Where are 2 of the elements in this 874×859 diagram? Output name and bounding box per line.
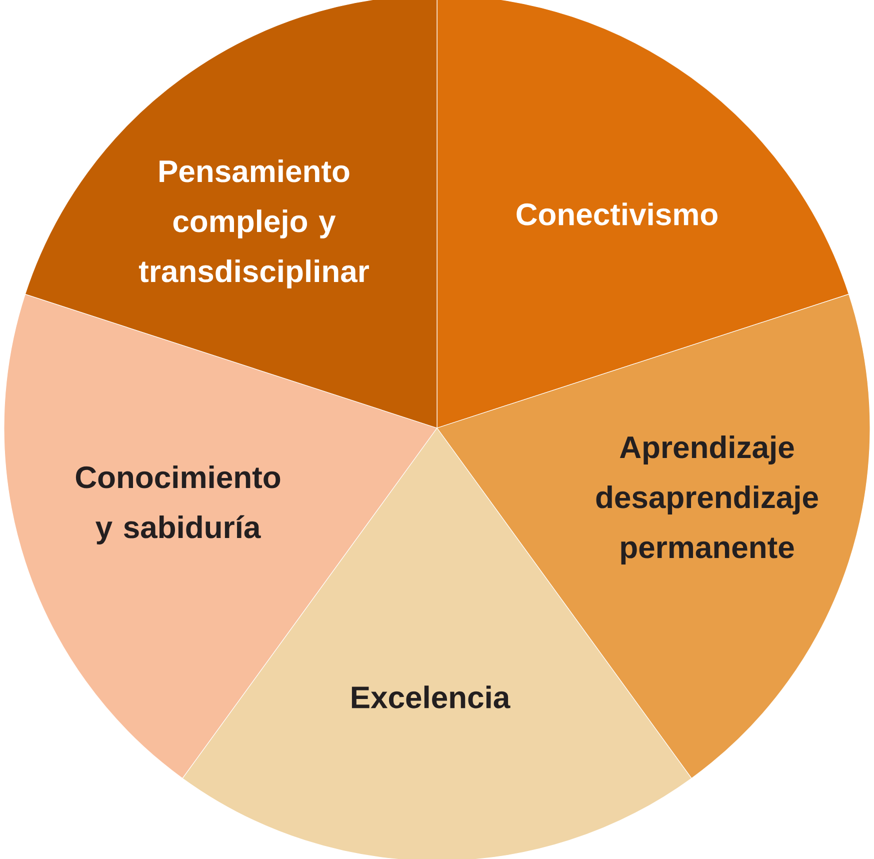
pie-slice: Pensamiento complejo y transdisciplinar: [24, 0, 438, 428]
pie-slice: Conectivismo: [436, 0, 850, 428]
